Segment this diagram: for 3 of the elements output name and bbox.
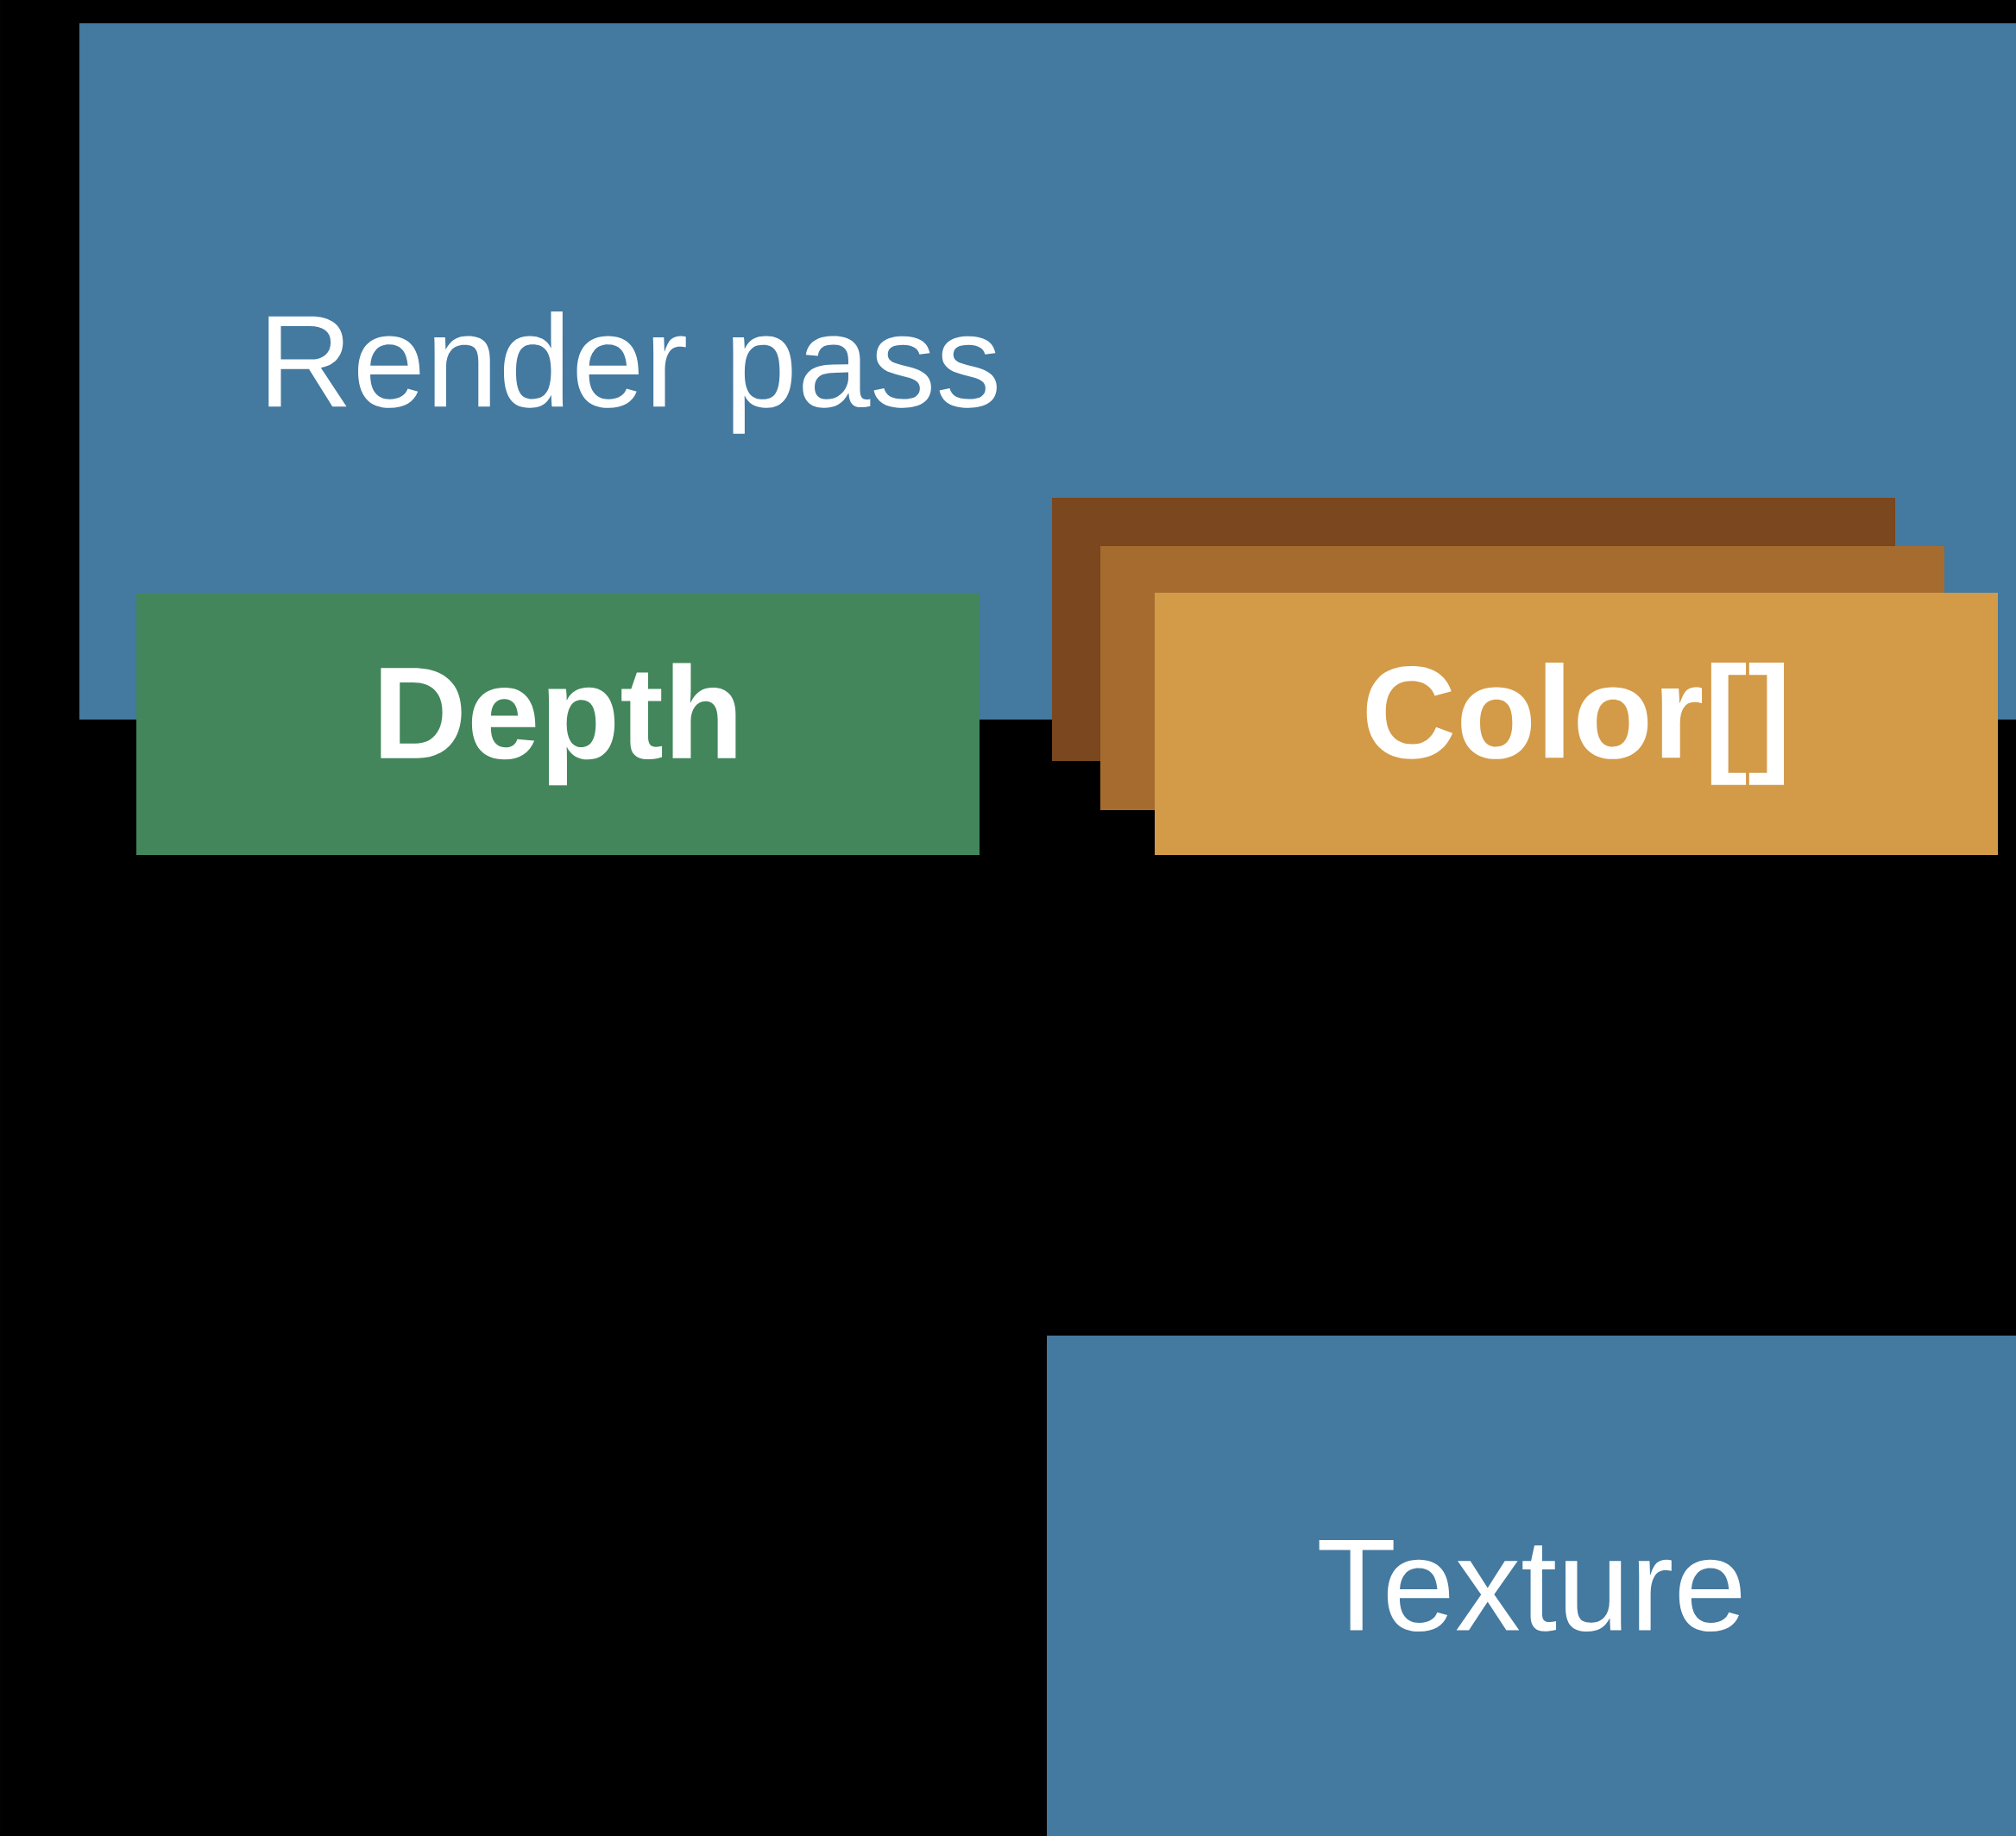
- depth-box: Depth: [136, 594, 980, 855]
- texture-box: Texture: [1047, 1336, 2016, 1836]
- color-box: Color[]: [1155, 593, 1998, 855]
